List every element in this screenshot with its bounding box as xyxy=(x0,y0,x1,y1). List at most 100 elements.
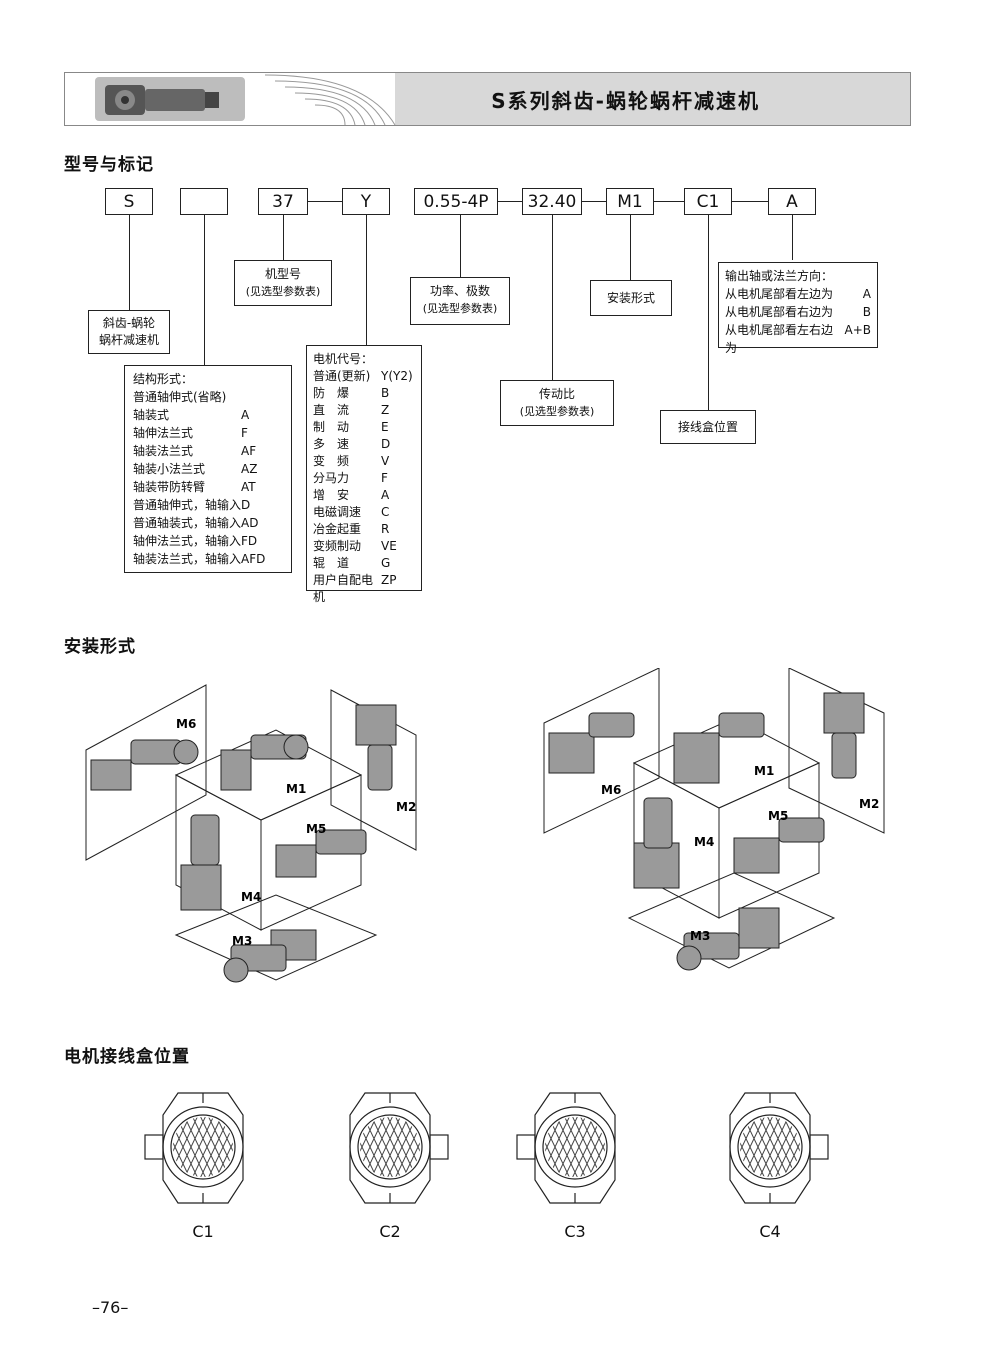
item-code: AT xyxy=(241,480,256,494)
label-line: 功率、极数 xyxy=(429,284,490,298)
item-code: G xyxy=(381,556,391,570)
item-text: 从电机尾部看左边为 xyxy=(725,287,834,301)
code-box-terminal: C1 xyxy=(684,188,732,215)
item-text: 普通(更新) xyxy=(313,369,371,383)
mount-label-m3: M3 xyxy=(690,929,710,943)
item-code: A xyxy=(862,287,871,301)
item-text: 普通轴伸式，轴输入 xyxy=(133,498,242,512)
gearbox-front-view xyxy=(516,1092,616,1204)
list-item: 普通(更新) Y(Y2) xyxy=(313,368,415,385)
label-frame-size: 机型号 (见选型参数表) xyxy=(234,260,332,306)
item-code: Z xyxy=(381,403,390,417)
label-terminal-box: 接线盒位置 xyxy=(660,410,756,444)
mount-label-m6: M6 xyxy=(176,717,196,731)
item-code: F xyxy=(381,471,388,485)
code-dash xyxy=(582,201,606,202)
label-power-poles: 功率、极数 (见选型参数表) xyxy=(410,277,510,325)
label-line: 传动比 xyxy=(538,387,575,401)
terminal-label: C3 xyxy=(564,1222,586,1241)
gearbox-thumbnail xyxy=(95,77,245,121)
item-code: FD xyxy=(241,534,258,548)
mount-label-m3: M3 xyxy=(232,934,252,948)
item-code: F xyxy=(241,426,248,440)
item-text: 轴装法兰式 xyxy=(133,444,194,458)
item-text: 变 频 xyxy=(313,454,350,468)
item-code: E xyxy=(381,420,389,434)
list-item: 轴装带防转臂 AT xyxy=(133,478,283,496)
code-box-structure xyxy=(180,188,228,215)
mount-label-m2: M2 xyxy=(396,800,416,814)
code-box-direction: A xyxy=(768,188,816,215)
item-text: 增 安 xyxy=(313,488,350,502)
item-text: 轴装式 xyxy=(133,408,170,422)
code-dash xyxy=(308,201,342,202)
code-box-frame: 37 xyxy=(258,188,308,215)
connector-line xyxy=(708,215,709,410)
item-code: D xyxy=(241,498,251,512)
code-box-series: S xyxy=(105,188,153,215)
item-text: 辊 道 xyxy=(313,556,350,570)
list-item: 普通轴伸式(省略) xyxy=(133,388,283,406)
item-code: Y(Y2) xyxy=(381,369,413,383)
mount-label-m5: M5 xyxy=(768,809,788,823)
item-text: 冶金起重 xyxy=(313,522,362,536)
item-text: 轴伸法兰式，轴输入 xyxy=(133,534,242,548)
terminal-position-c2: C2 xyxy=(330,1085,450,1245)
item-code: ZP xyxy=(381,573,397,587)
header-banner: S系列斜齿-蜗轮蜗杆减速机 xyxy=(64,72,911,126)
item-code: C xyxy=(381,505,390,519)
connector-line xyxy=(460,215,461,277)
terminal-position-c4: C4 xyxy=(710,1085,830,1245)
item-code: AZ xyxy=(241,462,258,476)
list-title: 结构形式： xyxy=(133,372,194,386)
mount-label-m1: M1 xyxy=(754,764,774,778)
connector-line xyxy=(204,215,205,365)
connector-line xyxy=(630,215,631,280)
gearbox-front-view xyxy=(349,1092,449,1204)
section-title-model: 型号与标记 xyxy=(64,155,154,175)
label-line: 蜗杆减速机 xyxy=(98,333,159,347)
list-title: 电机代号： xyxy=(313,352,374,366)
list-item: 轴伸法兰式 F xyxy=(133,424,283,442)
code-box-ratio: 32.40 xyxy=(522,188,582,215)
connector-line xyxy=(129,215,130,310)
mount-label-m2: M2 xyxy=(859,797,879,811)
item-code: A xyxy=(381,488,390,502)
item-text: 普通轴装式，轴输入 xyxy=(133,516,242,530)
code-box-mounting: M1 xyxy=(606,188,654,215)
item-code: AD xyxy=(241,516,259,530)
connector-line xyxy=(552,215,553,380)
item-text: 防 爆 xyxy=(313,386,350,400)
terminal-label: C4 xyxy=(759,1222,781,1241)
item-code: VE xyxy=(381,539,397,553)
page-title: S系列斜齿-蜗轮蜗杆减速机 xyxy=(491,89,760,113)
terminal-position-c1: C1 xyxy=(143,1085,263,1245)
item-text: 轴装带防转臂 xyxy=(133,480,206,494)
gearbox-front-view xyxy=(729,1092,829,1204)
label-line: (见选型参数表) xyxy=(519,405,595,418)
terminal-label: C2 xyxy=(379,1222,401,1241)
connector-line xyxy=(366,215,367,345)
label-line: (见选型参数表) xyxy=(422,302,498,315)
item-code: AFD xyxy=(241,552,266,566)
list-title: 输出轴或法兰方向： xyxy=(725,269,834,283)
connector-line xyxy=(792,215,793,260)
item-text: 轴伸法兰式 xyxy=(133,426,194,440)
item-text: 用户自配电机 xyxy=(313,573,374,604)
